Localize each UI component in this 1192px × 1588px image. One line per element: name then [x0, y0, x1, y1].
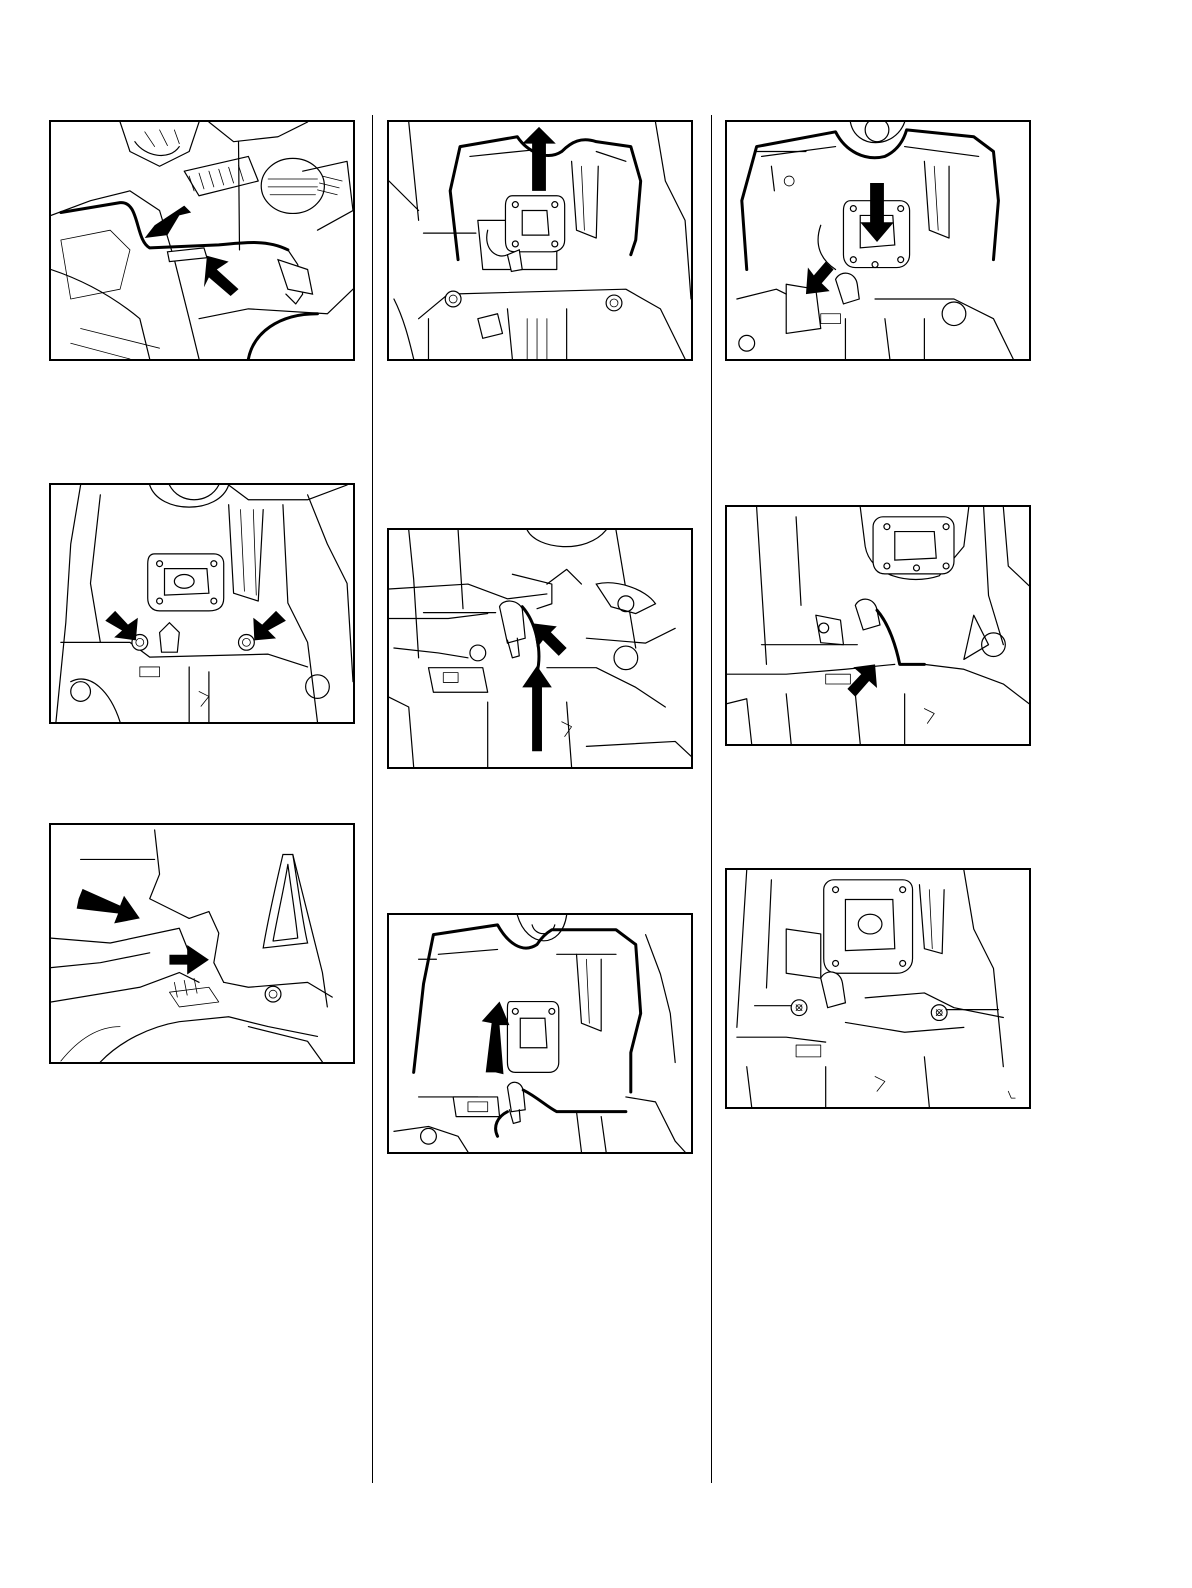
arrow-down-right-icon — [105, 611, 138, 641]
figure-8-illustration — [725, 505, 1031, 746]
figure-2-illustration — [49, 483, 355, 724]
arrow-right-icon — [169, 945, 208, 975]
arrow-down-left-icon — [806, 262, 834, 294]
figure-4-illustration — [387, 120, 693, 361]
arrow-right-icon — [77, 889, 140, 923]
figure-3-illustration — [49, 823, 355, 1064]
arrow-up-icon — [482, 1002, 510, 1075]
figure-1-illustration — [49, 120, 355, 361]
arrow-down-left-icon — [253, 611, 286, 641]
column-divider-left — [372, 115, 373, 1483]
arrow-up-icon — [522, 127, 556, 191]
figure-6-illustration — [387, 913, 693, 1154]
figure-9-illustration — [725, 868, 1031, 1109]
arrow-down-left-icon — [145, 206, 191, 238]
figure-7-illustration — [725, 120, 1031, 361]
figure-5-illustration — [387, 528, 693, 769]
column-divider-right — [711, 115, 712, 1483]
arrow-up-icon — [522, 666, 552, 752]
arrow-up-left-icon — [204, 256, 239, 296]
